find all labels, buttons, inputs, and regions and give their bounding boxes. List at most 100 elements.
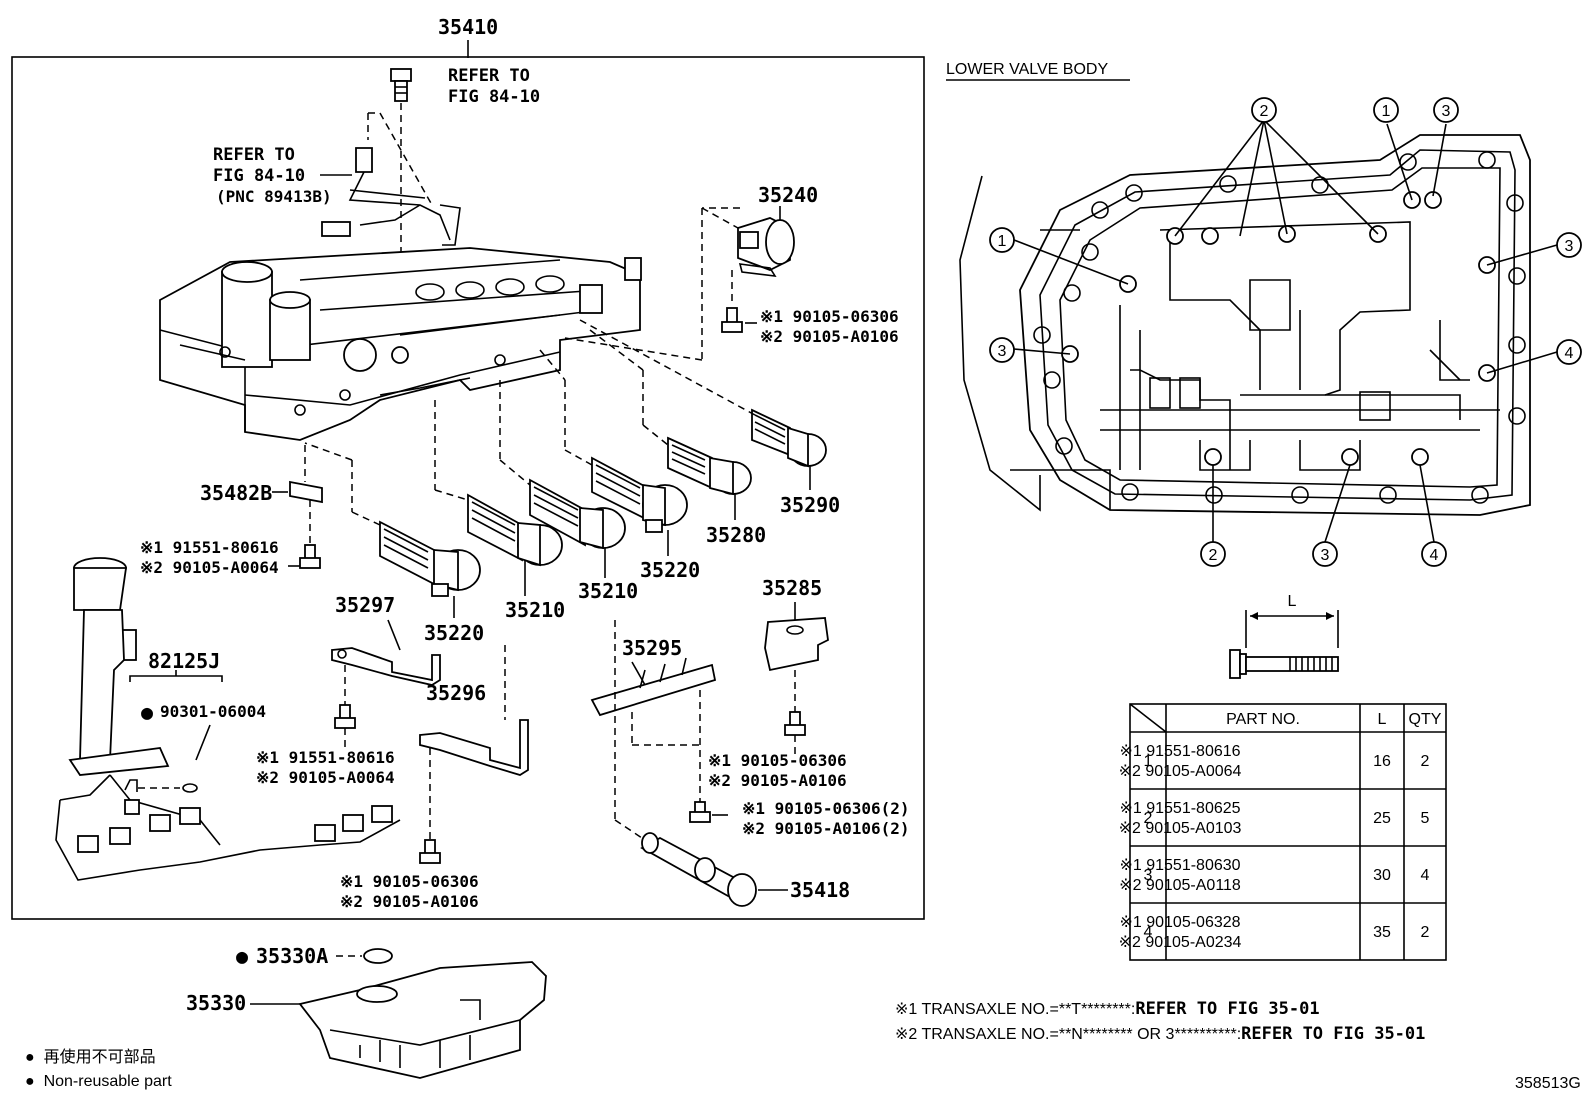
callout-3-top[interactable]: 3 <box>1433 97 1459 123</box>
table-row-length: 35 <box>1373 924 1391 941</box>
bolt-35296-spec2: ※2 90105-A0106 <box>340 892 479 911</box>
bolt-35297-spec1: ※1 91551-80616 <box>256 748 395 767</box>
bolt-35482-spec1: ※1 91551-80616 <box>140 538 279 557</box>
refer-side-line2: FIG 84-10 <box>213 166 305 186</box>
table-row-no: 1 <box>1144 753 1153 770</box>
callout-2-top[interactable]: 2 <box>1251 97 1277 123</box>
table-row-part1: ※1 91551-80630 <box>1119 857 1240 874</box>
lower-body-inner-bolts <box>1061 191 1496 466</box>
svg-text:3: 3 <box>1321 547 1330 564</box>
plate-35482B-icon <box>289 480 323 504</box>
bolt-35285-icon <box>784 711 806 736</box>
refer-top-line2: FIG 84-10 <box>448 87 540 107</box>
part-35285[interactable]: 35285 <box>762 576 822 600</box>
refer-side-line3: (PNC 89413B) <box>216 187 332 206</box>
part-35290[interactable]: 35290 <box>780 493 840 517</box>
assembly-part-label[interactable]: 35410 <box>438 15 498 39</box>
bolt-35296-icon <box>419 839 441 864</box>
bolt-length-label: L <box>1288 593 1297 610</box>
callout-3-left[interactable]: 3 <box>989 337 1015 363</box>
plate-35297-icon <box>331 647 441 686</box>
table-row-length: 25 <box>1373 810 1391 827</box>
table-row-part1: ※1 90105-06328 <box>1119 914 1240 931</box>
pipe-35418-icon <box>640 832 757 907</box>
part-35330[interactable]: 35330 <box>186 991 246 1015</box>
oil-strainer-icon <box>298 961 547 1079</box>
upper-valve-body[interactable] <box>159 247 642 441</box>
part-90301-06004[interactable]: 90301-06004 <box>160 702 266 721</box>
figure-id: 358513G <box>1515 1075 1581 1092</box>
part-35280[interactable]: 35280 <box>706 523 766 547</box>
bolt-35295b-spec2: ※2 90105-A0106(2) <box>742 819 910 838</box>
table-row-part2: ※2 90105-A0103 <box>1119 820 1242 837</box>
svg-text:2: 2 <box>1260 103 1269 120</box>
solenoid-35240-icon <box>737 217 795 277</box>
table-header-qty: QTY <box>1409 711 1442 728</box>
callout-3-bottom[interactable]: 3 <box>1312 541 1338 567</box>
plate-35295-icon <box>590 663 717 717</box>
svg-text:2: 2 <box>1209 547 1218 564</box>
part-35220-right[interactable]: 35220 <box>640 558 700 582</box>
svg-text:4: 4 <box>1565 345 1574 362</box>
solenoid-35210-right-icon <box>529 478 626 550</box>
callout-2-bottom[interactable]: 2 <box>1200 541 1226 567</box>
part-35295[interactable]: 35295 <box>622 636 682 660</box>
callout-4-bottom[interactable]: 4 <box>1421 541 1447 567</box>
bolt-35240-icon <box>721 307 743 333</box>
part-35418[interactable]: 35418 <box>790 878 850 902</box>
table-row-part1: ※1 91551-80625 <box>1119 800 1240 817</box>
table-row-qty: 2 <box>1421 924 1430 941</box>
callout-leaders <box>1013 119 1558 543</box>
callout-4-right[interactable]: 4 <box>1556 339 1582 365</box>
harness-connector-icon[interactable] <box>55 557 401 881</box>
table-header-l: L <box>1378 711 1387 728</box>
note-2: ※2 TRANSAXLE NO.=**N******** OR 3*******… <box>895 1024 1425 1044</box>
svg-text:3: 3 <box>1442 103 1451 120</box>
part-35330A[interactable]: 35330A <box>256 944 328 968</box>
oring-35330A-icon <box>363 948 393 964</box>
svg-text:1: 1 <box>998 233 1007 250</box>
table-row-qty: 2 <box>1421 753 1430 770</box>
table-row-no: 3 <box>1144 867 1153 884</box>
table-row-part2: ※2 90105-A0118 <box>1119 877 1241 894</box>
callout-1-left[interactable]: 1 <box>989 227 1015 253</box>
callout-1-top[interactable]: 1 <box>1373 97 1399 123</box>
part-82125J[interactable]: 82125J <box>148 649 220 673</box>
part-35240[interactable]: 35240 <box>758 183 818 207</box>
table-row-no: 2 <box>1144 810 1153 827</box>
part-35220-left[interactable]: 35220 <box>424 621 484 645</box>
svg-text:1: 1 <box>1382 103 1391 120</box>
part-35210-right[interactable]: 35210 <box>578 579 638 603</box>
part-35296[interactable]: 35296 <box>426 681 486 705</box>
part-35482B[interactable]: 35482B <box>200 481 272 505</box>
solenoid-35290-icon <box>751 408 827 468</box>
bolt-35240-spec2: ※2 90105-A0106 <box>760 327 899 346</box>
bolt-35295a-spec2: ※2 90105-A0106 <box>708 771 847 790</box>
bolt-35295-icon <box>689 801 711 823</box>
part-35210-left[interactable]: 35210 <box>505 598 565 622</box>
table-row-no: 4 <box>1144 924 1153 941</box>
bolt-spec-table <box>1129 703 1447 961</box>
table-row-part2: ※2 90105-A0234 <box>1119 934 1242 951</box>
bolt-35295b-spec1: ※1 90105-06306(2) <box>742 799 910 818</box>
bracket-35285-icon <box>764 617 829 672</box>
callout-3-right[interactable]: 3 <box>1556 232 1582 258</box>
bolt-35296-spec1: ※1 90105-06306 <box>340 872 479 891</box>
table-row-part2: ※2 90105-A0064 <box>1119 763 1242 780</box>
solenoid-35210-left-icon <box>467 493 563 567</box>
part-35297[interactable]: 35297 <box>335 593 395 617</box>
solenoid-35220-right-icon <box>591 456 688 533</box>
bolt-35295a-spec1: ※1 90105-06306 <box>708 751 847 770</box>
table-row-qty: 4 <box>1421 867 1430 884</box>
plate-35296-icon <box>419 719 529 776</box>
bolt-length-icon <box>1229 649 1339 679</box>
table-header-partno: PART NO. <box>1226 711 1300 728</box>
bolt-35482-spec2: ※2 90105-A0064 <box>140 558 279 577</box>
refer-top-line1: REFER TO <box>448 66 530 86</box>
svg-text:3: 3 <box>1565 238 1574 255</box>
lower-valve-body[interactable] <box>959 134 1531 516</box>
svg-text:4: 4 <box>1430 547 1439 564</box>
solenoid-35280-icon <box>667 436 752 496</box>
dot-35330A: ● <box>236 944 248 968</box>
svg-text:3: 3 <box>998 343 1007 360</box>
